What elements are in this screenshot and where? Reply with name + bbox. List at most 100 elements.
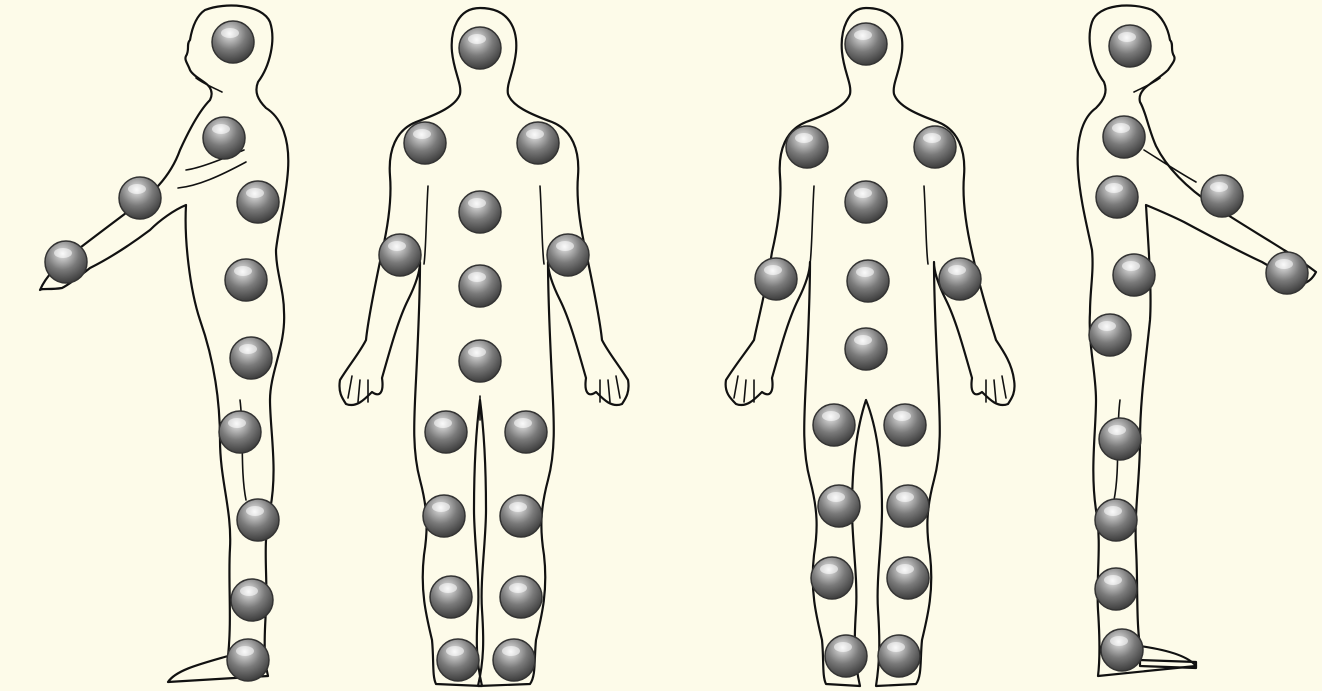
left-side-marker[interactable]: [45, 241, 87, 283]
marker-ball[interactable]: [459, 340, 501, 382]
marker-ball[interactable]: [914, 126, 956, 168]
marker-ball[interactable]: [459, 265, 501, 307]
left-side-marker[interactable]: [231, 579, 273, 621]
back-marker[interactable]: [914, 126, 956, 168]
front-marker[interactable]: [493, 639, 535, 681]
left-side-marker[interactable]: [219, 411, 261, 453]
marker-ball[interactable]: [237, 499, 279, 541]
marker-ball[interactable]: [212, 21, 254, 63]
marker-ball[interactable]: [847, 260, 889, 302]
front-marker[interactable]: [517, 122, 559, 164]
marker-ball[interactable]: [547, 234, 589, 276]
right-side-marker[interactable]: [1099, 418, 1141, 460]
left-side-marker[interactable]: [230, 337, 272, 379]
marker-ball[interactable]: [1103, 116, 1145, 158]
marker-ball[interactable]: [939, 258, 981, 300]
front-marker[interactable]: [404, 122, 446, 164]
marker-ball[interactable]: [813, 404, 855, 446]
marker-ball[interactable]: [203, 117, 245, 159]
marker-ball[interactable]: [227, 639, 269, 681]
right-side-marker[interactable]: [1095, 568, 1137, 610]
left-side-marker[interactable]: [225, 259, 267, 301]
back-marker[interactable]: [755, 258, 797, 300]
front-marker[interactable]: [423, 495, 465, 537]
marker-ball[interactable]: [884, 404, 926, 446]
marker-ball[interactable]: [119, 177, 161, 219]
front-marker[interactable]: [505, 411, 547, 453]
marker-ball[interactable]: [225, 259, 267, 301]
marker-ball[interactable]: [500, 576, 542, 618]
back-marker[interactable]: [845, 181, 887, 223]
marker-ball[interactable]: [887, 485, 929, 527]
marker-ball[interactable]: [786, 126, 828, 168]
back-marker[interactable]: [845, 23, 887, 65]
left-side-marker[interactable]: [237, 499, 279, 541]
marker-ball[interactable]: [1095, 499, 1137, 541]
front-marker[interactable]: [500, 576, 542, 618]
front-marker[interactable]: [459, 265, 501, 307]
marker-ball[interactable]: [459, 27, 501, 69]
marker-ball[interactable]: [1096, 176, 1138, 218]
back-marker[interactable]: [887, 557, 929, 599]
marker-ball[interactable]: [887, 557, 929, 599]
back-marker[interactable]: [884, 404, 926, 446]
marker-ball[interactable]: [230, 337, 272, 379]
marker-ball[interactable]: [493, 639, 535, 681]
front-marker[interactable]: [500, 495, 542, 537]
right-side-marker[interactable]: [1095, 499, 1137, 541]
marker-ball[interactable]: [1099, 418, 1141, 460]
front-marker[interactable]: [437, 639, 479, 681]
right-side-marker[interactable]: [1103, 116, 1145, 158]
front-marker[interactable]: [430, 576, 472, 618]
front-marker[interactable]: [425, 411, 467, 453]
left-side-marker[interactable]: [237, 181, 279, 223]
marker-ball[interactable]: [755, 258, 797, 300]
marker-ball[interactable]: [379, 234, 421, 276]
back-marker[interactable]: [786, 126, 828, 168]
marker-ball[interactable]: [1201, 175, 1243, 217]
marker-ball[interactable]: [1089, 314, 1131, 356]
right-side-marker[interactable]: [1113, 254, 1155, 296]
marker-ball[interactable]: [500, 495, 542, 537]
left-side-marker[interactable]: [227, 639, 269, 681]
marker-ball[interactable]: [845, 181, 887, 223]
marker-ball[interactable]: [811, 557, 853, 599]
left-side-marker[interactable]: [119, 177, 161, 219]
marker-ball[interactable]: [430, 576, 472, 618]
marker-ball[interactable]: [1266, 252, 1308, 294]
marker-ball[interactable]: [437, 639, 479, 681]
marker-ball[interactable]: [425, 411, 467, 453]
marker-ball[interactable]: [845, 23, 887, 65]
back-marker[interactable]: [813, 404, 855, 446]
marker-ball[interactable]: [219, 411, 261, 453]
back-marker[interactable]: [825, 635, 867, 677]
right-side-marker[interactable]: [1201, 175, 1243, 217]
back-marker[interactable]: [811, 557, 853, 599]
marker-ball[interactable]: [45, 241, 87, 283]
marker-ball[interactable]: [1095, 568, 1137, 610]
marker-ball[interactable]: [1101, 629, 1143, 671]
marker-ball[interactable]: [825, 635, 867, 677]
back-marker[interactable]: [887, 485, 929, 527]
left-side-marker[interactable]: [203, 117, 245, 159]
marker-ball[interactable]: [818, 485, 860, 527]
right-side-marker[interactable]: [1096, 176, 1138, 218]
back-marker[interactable]: [818, 485, 860, 527]
marker-ball[interactable]: [845, 328, 887, 370]
front-marker[interactable]: [459, 191, 501, 233]
right-side-marker[interactable]: [1101, 629, 1143, 671]
front-marker[interactable]: [459, 27, 501, 69]
marker-ball[interactable]: [237, 181, 279, 223]
back-marker[interactable]: [847, 260, 889, 302]
back-marker[interactable]: [939, 258, 981, 300]
marker-ball[interactable]: [404, 122, 446, 164]
marker-ball[interactable]: [505, 411, 547, 453]
marker-ball[interactable]: [878, 635, 920, 677]
marker-ball[interactable]: [1109, 25, 1151, 67]
left-side-marker[interactable]: [212, 21, 254, 63]
front-marker[interactable]: [547, 234, 589, 276]
marker-ball[interactable]: [1113, 254, 1155, 296]
marker-ball[interactable]: [231, 579, 273, 621]
front-marker[interactable]: [379, 234, 421, 276]
right-side-marker[interactable]: [1089, 314, 1131, 356]
